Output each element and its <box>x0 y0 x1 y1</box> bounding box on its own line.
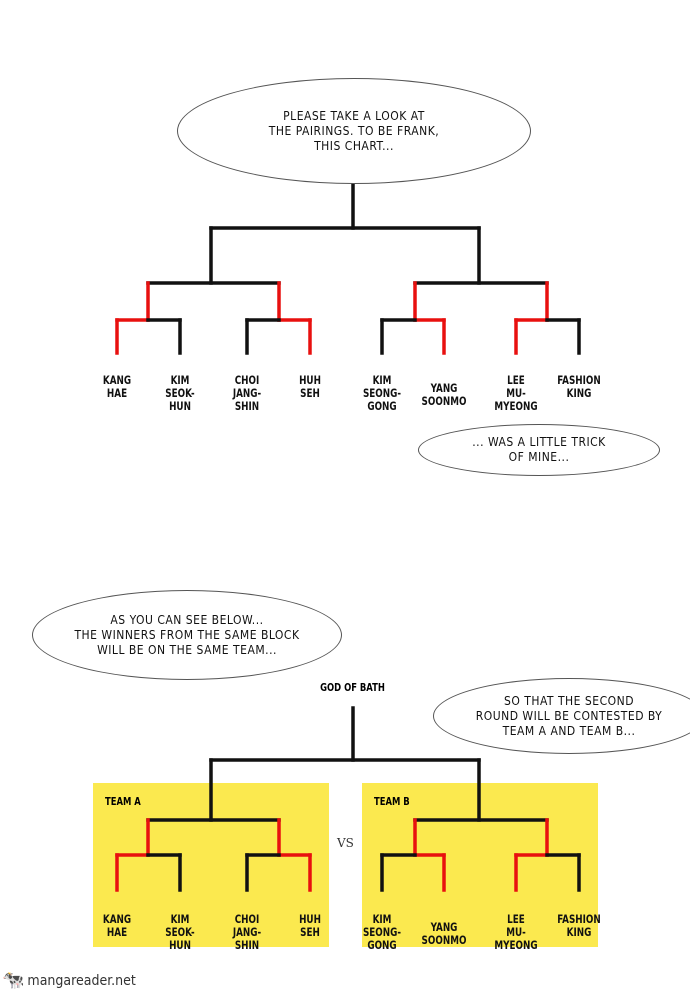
player-name-line: KANG <box>102 912 132 926</box>
player-name-line: HUH <box>299 912 321 926</box>
player-name-line: MU- <box>506 386 526 400</box>
player-name-line: KANG <box>102 373 132 387</box>
player-name-line: SEOK- <box>165 925 195 939</box>
player-name-line: CHOI <box>234 912 260 926</box>
player-name-line: MYEONG <box>494 938 538 952</box>
player-name-line: FASHION <box>557 373 601 387</box>
player-name-line: KIM <box>170 373 190 387</box>
player-name-line: SEH <box>300 386 320 400</box>
top-bracket <box>115 181 581 355</box>
player-name-line: SEOK- <box>165 386 195 400</box>
player-name-line: HUH <box>299 373 321 387</box>
player-name-line: SHIN <box>234 938 260 952</box>
player-name-line: HAE <box>106 386 128 400</box>
player-name-line: SEH <box>300 925 320 939</box>
player-name-line: SEONG- <box>362 925 402 939</box>
player-name-line: SOONMO <box>421 933 467 947</box>
bottom-bracket <box>115 706 581 892</box>
player-name-line: KIM <box>170 912 190 926</box>
cow-logo-icon: 🐄 <box>2 970 25 991</box>
player-name-line: KING <box>566 386 592 400</box>
player-name-line: KIM <box>372 373 392 387</box>
player-name-line: MU- <box>506 925 526 939</box>
player-name-line: GONG <box>367 938 397 952</box>
player-name-line: JANG- <box>232 925 262 939</box>
watermark: 🐄 mangareader.net <box>2 970 136 991</box>
player-name-line: HUN <box>169 938 191 952</box>
player-name-line: YANG <box>430 381 458 395</box>
team-b-label: TEAM B <box>374 795 410 808</box>
player-name-line: CHOI <box>234 373 260 387</box>
player-name-line: KING <box>566 925 592 939</box>
player-name-line: FASHION <box>557 912 601 926</box>
team-a-label: TEAM A <box>105 795 141 808</box>
player-name-line: MYEONG <box>494 399 538 413</box>
player-name-line: SOONMO <box>421 394 467 408</box>
champion-label: GOD OF BATH <box>320 681 385 694</box>
player-name-line: LEE <box>507 373 525 387</box>
player-name-line: HUN <box>169 399 191 413</box>
player-name-line: SEONG- <box>362 386 402 400</box>
player-name-line: KIM <box>372 912 392 926</box>
player-name-line: JANG- <box>232 386 262 400</box>
player-name-line: YANG <box>430 920 458 934</box>
player-name-line: SHIN <box>234 399 260 413</box>
player-name-line: GONG <box>367 399 397 413</box>
player-name-line: LEE <box>507 912 525 926</box>
vs-label: VS <box>337 836 354 850</box>
speech-bubble-same-team: AS YOU CAN SEE BELOW...THE WINNERS FROM … <box>32 590 342 680</box>
player-name-line: HAE <box>106 925 128 939</box>
